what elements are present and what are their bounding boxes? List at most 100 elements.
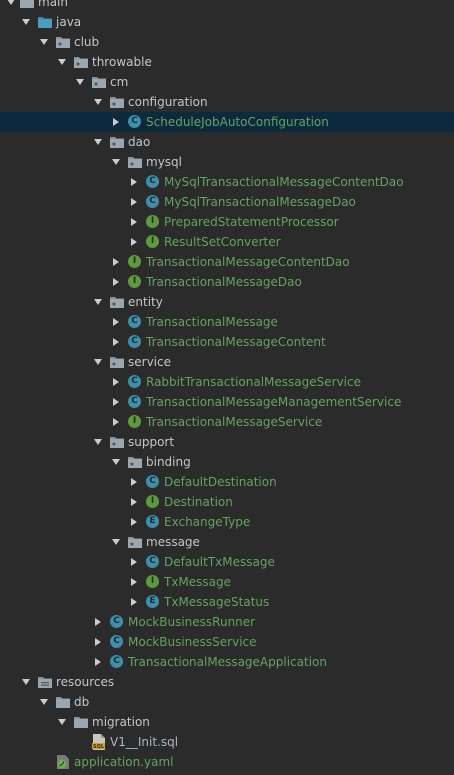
- expand-arrow-icon[interactable]: [92, 292, 104, 312]
- tree-label: ScheduleJobAutoConfiguration: [146, 115, 329, 129]
- tree-label: configuration: [128, 95, 208, 109]
- tree-node-main[interactable]: main: [0, 0, 454, 12]
- tree-node-cm[interactable]: cm: [0, 72, 454, 92]
- tree-label: ExchangeType: [164, 515, 251, 529]
- tree-node-service[interactable]: service: [0, 352, 454, 372]
- tree-node-message[interactable]: message: [0, 532, 454, 552]
- tree-node-throwable[interactable]: throwable: [0, 52, 454, 72]
- interface-icon: I: [146, 575, 159, 588]
- tree-node-club[interactable]: club: [0, 32, 454, 52]
- tree-node-transactional-message-management-service[interactable]: C TransactionalMessageManagementService: [0, 392, 454, 412]
- tree-label: TransactionalMessageContent: [146, 335, 326, 349]
- collapse-arrow-icon[interactable]: [92, 612, 104, 632]
- expand-arrow-icon[interactable]: [5, 0, 17, 12]
- collapse-arrow-icon[interactable]: [92, 632, 104, 652]
- expand-arrow-icon[interactable]: [92, 352, 104, 372]
- package-icon: [128, 535, 142, 549]
- interface-icon: I: [146, 235, 159, 248]
- tree-label: TxMessage: [164, 575, 232, 589]
- tree-node-result-set-converter[interactable]: I ResultSetConverter: [0, 232, 454, 252]
- package-icon: [110, 355, 124, 369]
- expand-arrow-icon[interactable]: [20, 672, 32, 692]
- tree-node-transactional-message-content[interactable]: C TransactionalMessageContent: [0, 332, 454, 352]
- tree-node-mysql-transactional-message-content-dao[interactable]: C MySqlTransactionalMessageContentDao: [0, 172, 454, 192]
- expand-arrow-icon[interactable]: [110, 452, 122, 472]
- class-icon: C: [146, 475, 159, 488]
- tree-node-destination[interactable]: I Destination: [0, 492, 454, 512]
- collapse-arrow-icon[interactable]: [128, 192, 140, 212]
- tree-node-configuration[interactable]: configuration: [0, 92, 454, 112]
- expand-arrow-icon[interactable]: [74, 72, 86, 92]
- tree-node-transactional-message-content-dao[interactable]: I TransactionalMessageContentDao: [0, 252, 454, 272]
- collapse-arrow-icon[interactable]: [128, 212, 140, 232]
- collapse-arrow-icon[interactable]: [110, 112, 122, 132]
- tree-node-transactional-message-service[interactable]: I TransactionalMessageService: [0, 412, 454, 432]
- tree-node-entity[interactable]: entity: [0, 292, 454, 312]
- collapse-arrow-icon[interactable]: [110, 312, 122, 332]
- collapse-arrow-icon[interactable]: [110, 252, 122, 272]
- tree-node-dao[interactable]: dao: [0, 132, 454, 152]
- tree-node-tx-message-status[interactable]: E TxMessageStatus: [0, 592, 454, 612]
- tree-node-migration[interactable]: migration: [0, 712, 454, 732]
- tree-node-java[interactable]: java: [0, 12, 454, 32]
- tree-node-mysql-transactional-message-dao[interactable]: C MySqlTransactionalMessageDao: [0, 192, 454, 212]
- interface-icon: I: [128, 255, 141, 268]
- tree-node-mock-business-service[interactable]: C MockBusinessService: [0, 632, 454, 652]
- expand-arrow-icon[interactable]: [56, 712, 68, 732]
- class-icon: C: [128, 375, 141, 388]
- tree-node-mysql[interactable]: mysql: [0, 152, 454, 172]
- spring-boot-class-icon: C: [110, 655, 123, 668]
- tree-node-binding[interactable]: binding: [0, 452, 454, 472]
- tree-node-exchange-type[interactable]: E ExchangeType: [0, 512, 454, 532]
- class-icon: C: [146, 175, 159, 188]
- package-icon: [128, 155, 142, 169]
- tree-node-schedule-job-auto-configuration[interactable]: C ScheduleJobAutoConfiguration: [0, 112, 454, 132]
- tree-node-rabbit-transactional-message-service[interactable]: C RabbitTransactionalMessageService: [0, 372, 454, 392]
- tree-label: entity: [128, 295, 163, 309]
- package-icon: [110, 95, 124, 109]
- tree-node-application-yaml[interactable]: application.yaml: [0, 752, 454, 772]
- collapse-arrow-icon[interactable]: [110, 412, 122, 432]
- collapse-arrow-icon[interactable]: [128, 172, 140, 192]
- tree-node-support[interactable]: support: [0, 432, 454, 452]
- tree-label: application.yaml: [74, 755, 174, 769]
- collapse-arrow-icon[interactable]: [128, 512, 140, 532]
- expand-arrow-icon[interactable]: [56, 52, 68, 72]
- tree-node-default-destination[interactable]: C DefaultDestination: [0, 472, 454, 492]
- expand-arrow-icon[interactable]: [110, 532, 122, 552]
- expand-arrow-icon[interactable]: [20, 12, 32, 32]
- tree-node-tx-message[interactable]: I TxMessage: [0, 572, 454, 592]
- collapse-arrow-icon[interactable]: [110, 392, 122, 412]
- collapse-arrow-icon[interactable]: [110, 272, 122, 292]
- expand-arrow-icon[interactable]: [110, 152, 122, 172]
- tree-node-default-tx-message[interactable]: C DefaultTxMessage: [0, 552, 454, 572]
- tree-label: main: [38, 0, 68, 9]
- expand-arrow-icon[interactable]: [92, 132, 104, 152]
- collapse-arrow-icon[interactable]: [110, 332, 122, 352]
- tree-node-prepared-statement-processor[interactable]: I PreparedStatementProcessor: [0, 212, 454, 232]
- collapse-arrow-icon[interactable]: [128, 572, 140, 592]
- tree-node-mock-business-runner[interactable]: C MockBusinessRunner: [0, 612, 454, 632]
- tree-label: TransactionalMessageContentDao: [146, 255, 350, 269]
- collapse-arrow-icon[interactable]: [110, 372, 122, 392]
- expand-arrow-icon[interactable]: [38, 32, 50, 52]
- tree-node-transactional-message[interactable]: C TransactionalMessage: [0, 312, 454, 332]
- collapse-arrow-icon[interactable]: [92, 652, 104, 672]
- collapse-arrow-icon[interactable]: [128, 552, 140, 572]
- tree-node-v1-init-sql[interactable]: SQL V1__Init.sql: [0, 732, 454, 752]
- collapse-arrow-icon[interactable]: [128, 472, 140, 492]
- folder-icon: [74, 715, 88, 729]
- class-icon: C: [128, 395, 141, 408]
- tree-node-db[interactable]: db: [0, 692, 454, 712]
- expand-arrow-icon[interactable]: [92, 92, 104, 112]
- collapse-arrow-icon[interactable]: [128, 492, 140, 512]
- expand-arrow-icon[interactable]: [38, 692, 50, 712]
- collapse-arrow-icon[interactable]: [128, 592, 140, 612]
- tree-node-resources[interactable]: resources: [0, 672, 454, 692]
- tree-label: DefaultDestination: [164, 475, 277, 489]
- expand-arrow-icon[interactable]: [92, 432, 104, 452]
- tree-node-transactional-message-dao[interactable]: I TransactionalMessageDao: [0, 272, 454, 292]
- collapse-arrow-icon[interactable]: [128, 232, 140, 252]
- tree-node-transactional-message-application[interactable]: C TransactionalMessageApplication: [0, 652, 454, 672]
